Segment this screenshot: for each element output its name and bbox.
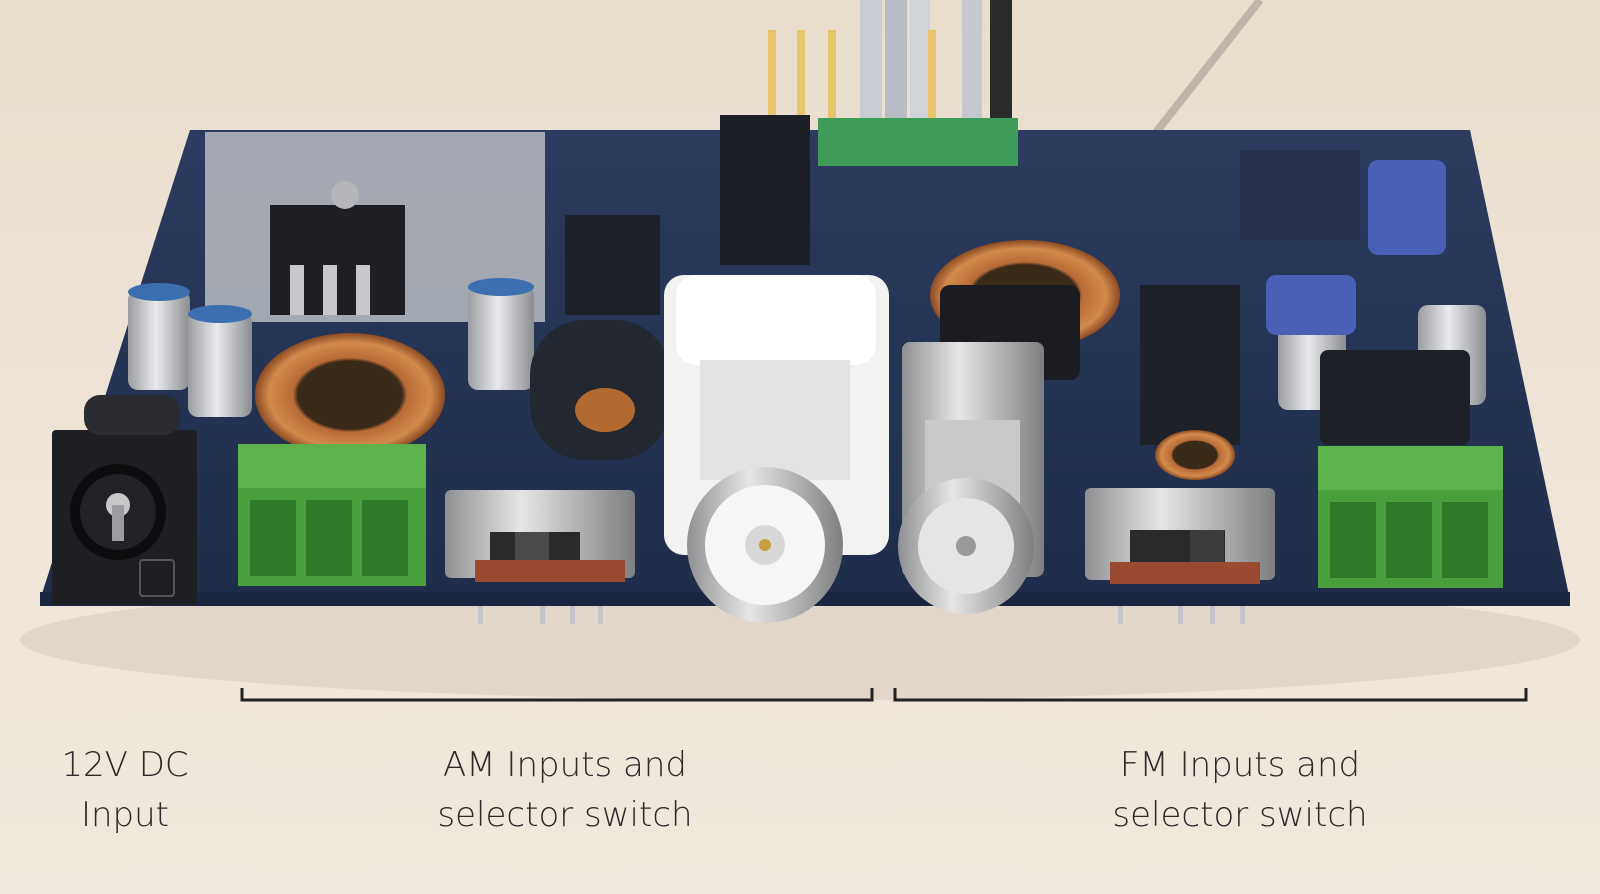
am-inputs-label-line2: selector switch [437,795,693,835]
fm-terminal-block [1318,446,1503,588]
dc-input-label-line1: 12V DC [61,745,189,785]
fm-inputs-label: FM Inputs and selector switch [1070,740,1410,840]
ic-chip [1140,285,1240,445]
fm-inputs-label-line2: selector switch [1112,795,1368,835]
dc-jack [52,395,197,605]
dc-input-label-line2: Input [80,795,170,835]
ribbon-cables [860,0,1264,143]
top-terminal [818,118,1018,166]
am-inputs-label: AM Inputs and selector switch [395,740,735,840]
dc-input-label: 12V DC Input [40,740,210,840]
toroid-inductor [255,333,445,457]
am-terminal-block [238,444,426,586]
fm-slide-switch [1085,488,1275,584]
am-bracket [240,688,874,702]
bnc-connector [664,275,889,623]
am-slide-switch [445,490,635,582]
am-inputs-label-line1: AM Inputs and [443,745,687,785]
fm-bracket [893,688,1528,702]
f-connector [898,342,1044,614]
header-pins [768,30,936,120]
ic-chip [565,215,660,315]
fm-inputs-label-line1: FM Inputs and [1119,745,1361,785]
